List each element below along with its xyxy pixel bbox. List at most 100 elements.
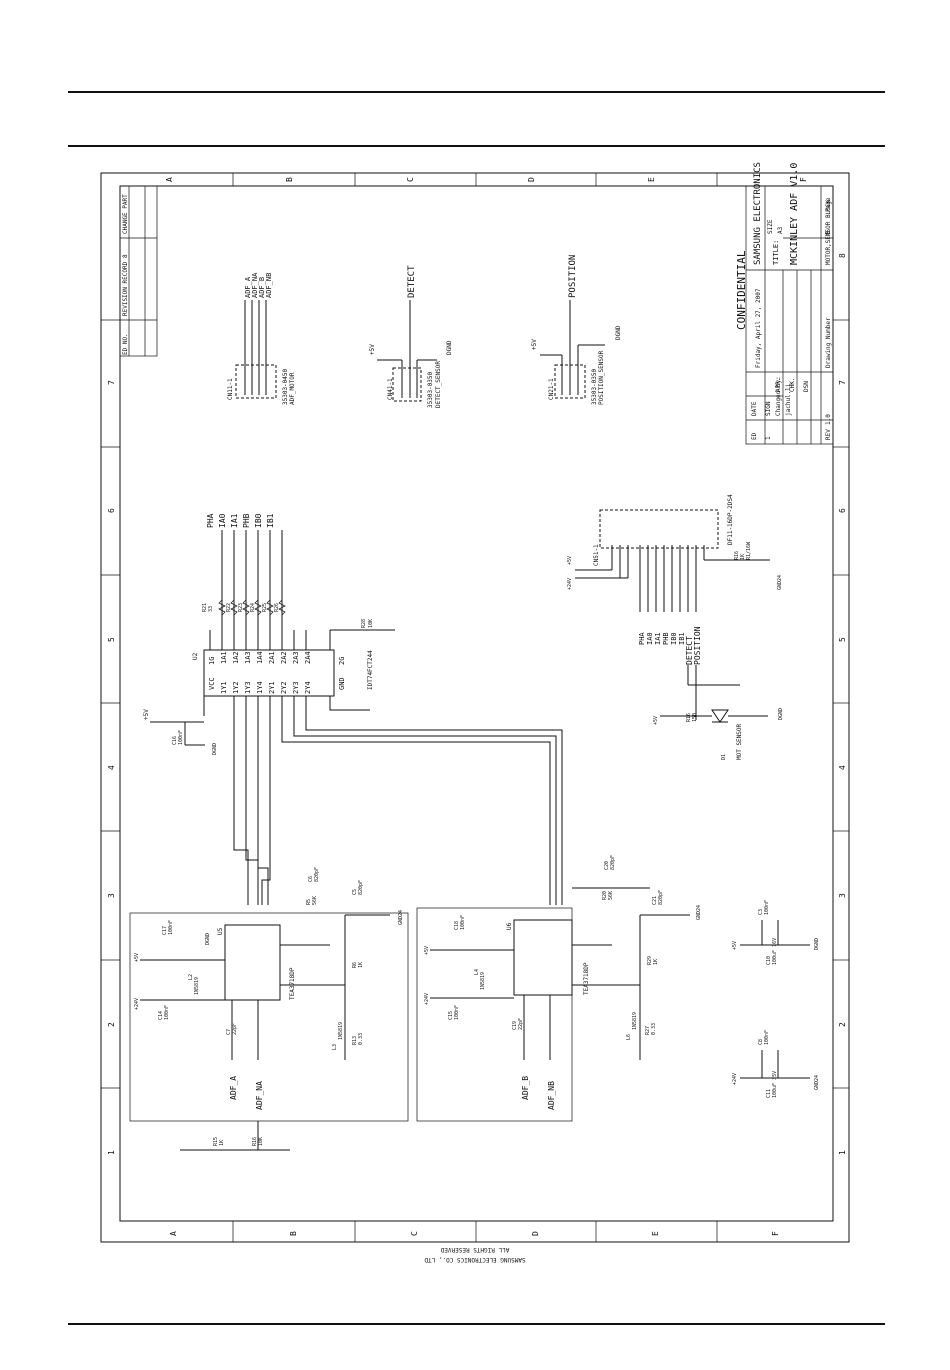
u2-in-2a3: 2A3 <box>292 651 300 664</box>
cn51-res-part: R1/16W <box>746 541 752 560</box>
cn51-sig-ia0: IA0 <box>646 632 654 645</box>
c5-value: 820pF <box>358 880 364 895</box>
cn11-pin-adf-na: ADF_NA <box>251 272 259 298</box>
u2-r28: R28 <box>361 619 367 628</box>
title-ed-value: 1 <box>765 436 772 440</box>
u2-in-1a4: 1A4 <box>256 651 264 664</box>
u2-r28-value: 10K <box>368 619 374 628</box>
grid-num-2: 2 <box>107 1022 116 1027</box>
u2-res-r21: R21 <box>202 603 208 612</box>
title-sign-label: SIGN <box>765 401 772 416</box>
r6-value: 1K <box>358 962 364 968</box>
cn11-pin-adf-a: ADF_A <box>244 276 252 298</box>
revision-record-label: REVISION RECORD <box>122 261 129 316</box>
cn51-resistor: R16 <box>734 551 740 560</box>
cn11-motor-connector: ADF_A ADF_NA ADF_B ADF_NB CN11-1 35303-0… <box>227 272 296 405</box>
title-rev-value: 1.0 <box>825 414 832 425</box>
title-block: SAMSUNG ELECTRONICS CONFIDENTIAL Friday,… <box>735 162 834 445</box>
u2-out-2y4: 2Y4 <box>304 681 312 694</box>
r5-value: 56K <box>312 896 318 905</box>
cn21-part: 35303-0350 <box>591 368 598 405</box>
r13-value: 0.33 <box>358 1033 364 1045</box>
cn51-sig-position: POSITION <box>693 626 702 665</box>
c15-ref: C15 <box>448 1011 454 1020</box>
motor-driver-a: U5 TEA3718DP +5V +24V C17 100nF C14 100n… <box>129 867 409 1151</box>
r27-ref: R27 <box>645 1026 651 1035</box>
led-gnd: DGND <box>778 708 784 720</box>
r29-ref: R29 <box>647 956 653 965</box>
u2-vcc: VCC <box>208 677 216 690</box>
cn21-v: +5V <box>531 339 538 350</box>
u6-gnd: GND24 <box>696 905 702 920</box>
cn11-pin-adf-nb: ADF_NB <box>265 273 273 298</box>
cn41-ref: CN41-1 <box>387 378 394 400</box>
led-ref: D1 <box>721 754 727 760</box>
cn41-v: +5V <box>369 344 376 355</box>
cn41-name: DETECT_SENSOR <box>435 361 442 408</box>
grid-label-a-bottom: A <box>169 1231 178 1236</box>
title-date-text: Friday, April 27, 2007 <box>755 288 762 368</box>
grid-band-top: A B C D E F <box>165 173 808 186</box>
bulk-cap-24v-value: 100nF <box>764 1030 770 1045</box>
u2-signal-ib0: IB0 <box>254 513 263 528</box>
revision-change-part: CHANGE PART <box>122 194 129 234</box>
c7-value: 22pF <box>232 1023 238 1035</box>
bulk-cap-5v-value2: 100uF 16V <box>772 938 778 965</box>
c18-value: 100nF <box>460 915 466 930</box>
drawing-frame <box>100 172 850 1243</box>
grid-label-f-bottom: F <box>771 1231 780 1236</box>
cn51-main-connector: +5V +24V GND24 R16 1K R1/16W CN51-1 DF11… <box>567 494 783 720</box>
r15-ref: R15 <box>213 1137 219 1146</box>
motor-sensor-led: +5V R16 150 D1 MOT SENSOR DGND <box>653 708 784 760</box>
grid-num-4: 4 <box>107 765 116 770</box>
title-rev-label: REV <box>825 429 832 440</box>
bulk-cap-24v-ref: C8 <box>758 1039 764 1045</box>
r21-resistor <box>218 599 226 616</box>
grid-num-1: 1 <box>107 1150 116 1155</box>
r16-ref: R16 <box>252 1137 258 1146</box>
bulk-cap-5v-v: +5V <box>732 941 738 950</box>
u2-signal-ia0: IA0 <box>218 513 227 528</box>
motor-driver-b: U6 TEA3718DP +5V +24V C18 100nF C15 100n… <box>416 855 702 1122</box>
grid-band-sides: 7 6 5 4 3 2 1 8 7 6 5 4 3 2 1 <box>101 253 849 1155</box>
u2-res-r23: R23 <box>238 603 244 612</box>
revision-column-mark: 8 <box>122 254 129 258</box>
cn41-gnd: DGND <box>446 340 453 355</box>
u2-out-1y1: 1Y1 <box>220 681 228 694</box>
u2-in-2a1: 2A1 <box>268 651 276 664</box>
title-dsn-label: DSN <box>803 381 810 392</box>
l2-ref: L2 <box>188 974 194 980</box>
led-res: R16 <box>686 713 692 722</box>
adf-b-output: ADF_B <box>521 1076 530 1100</box>
footer-rule <box>68 1323 885 1325</box>
grid-label-e-bottom: E <box>651 1231 660 1236</box>
cn11-name: ADF_MOTOR <box>289 372 296 405</box>
c18-ref: C18 <box>454 921 460 930</box>
cn21-ref: CN21-1 <box>548 378 555 400</box>
drawing-inner-frame <box>119 185 834 1222</box>
cn51-part: DF11-16DP-2DS4 <box>727 494 734 545</box>
grid-label-d-bottom: D <box>531 1231 540 1236</box>
u2-out-2y2: 2Y2 <box>280 681 288 694</box>
bulk-cap-5v-ref2: C10 <box>766 956 772 965</box>
u2-in-2a2: 2A2 <box>280 651 288 664</box>
u2-out-2y1: 2Y1 <box>268 681 276 694</box>
grid-num-5: 5 <box>107 637 116 642</box>
u2-signal-phb: PHB <box>242 513 251 528</box>
u5-v5: +5V <box>134 953 140 962</box>
u2-res-r24: R24 <box>250 603 256 612</box>
u2-res-r22: R22 <box>226 603 232 612</box>
r23-resistor <box>242 599 250 616</box>
u2-signal-pha: PHA <box>206 513 215 528</box>
u2-res-r25: R25 <box>262 603 268 612</box>
cn51-sig-phb: PHB <box>662 632 670 645</box>
r5-ref: R5 <box>306 899 312 905</box>
u2-gnd: GND <box>338 677 346 690</box>
l6-ref: L6 <box>626 1034 632 1040</box>
grid-label-d: D <box>527 177 536 182</box>
bulk-cap-5v-value: 100nF <box>764 900 770 915</box>
cn51-sig-detect: DETECT <box>685 636 694 665</box>
cn21-signal: POSITION <box>568 255 578 298</box>
cn51-sig-pha: PHA <box>638 632 646 645</box>
